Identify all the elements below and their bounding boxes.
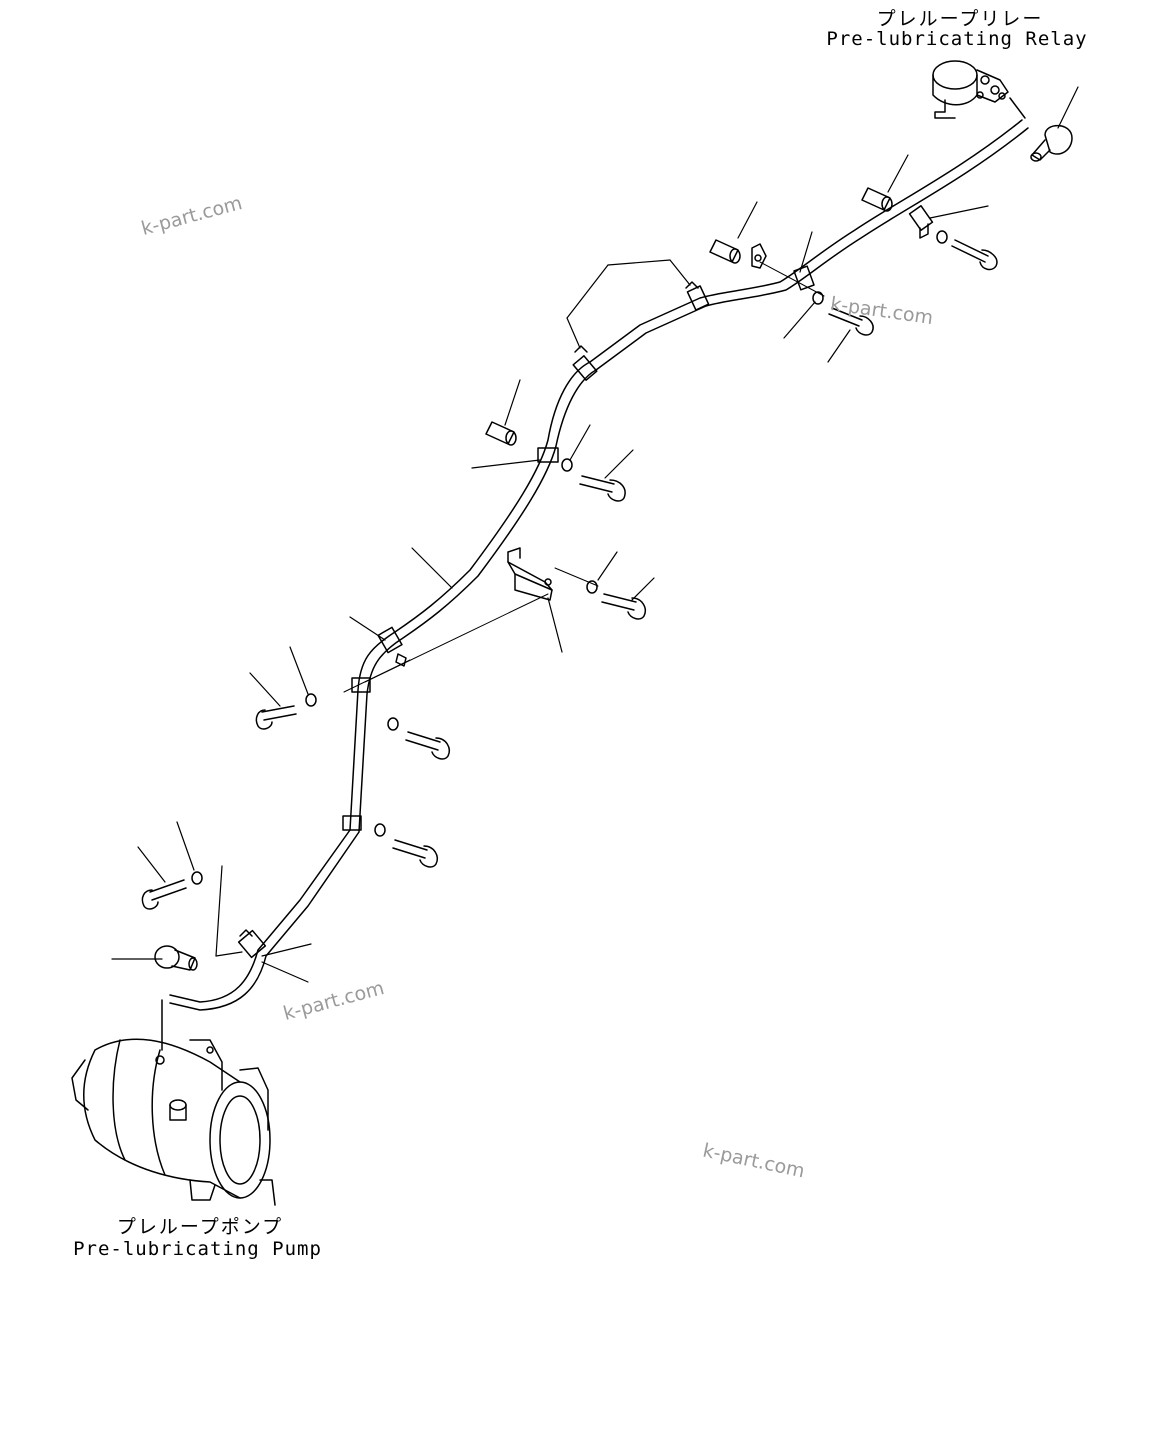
clamp-i [237,929,267,959]
washer-2 [812,291,824,305]
clamp-a [908,205,934,231]
prelube-pump [71,1038,276,1206]
pump-label-japanese: プレループポンプ [116,1216,284,1238]
clamp-d [572,355,598,381]
prelube-relay [932,60,1009,119]
clamp-tab-f [395,653,407,667]
relay-label-japanese: プレループリレー [876,8,1044,30]
clamp-c [686,285,710,311]
bolt-3 [579,475,626,502]
bolts [141,239,998,910]
clamp-tab-d [574,345,588,353]
collar-3 [485,421,517,446]
collar-2 [709,239,741,264]
bolt-4 [601,593,646,620]
cable-clamps [237,205,934,959]
clamp-tab-c [685,281,699,289]
washer-1 [936,230,948,244]
collar-1 [861,187,893,212]
washer-4 [586,580,598,594]
washer-7 [374,823,386,837]
bolt-6 [405,731,450,760]
washers [191,230,948,885]
washer-6 [387,717,399,731]
bolt-1 [951,239,998,271]
leader-lines [111,86,1079,983]
cable-bracket [507,547,553,601]
relay-label-english: Pre-lubricating Relay [826,28,1088,50]
terminal-boot-top [1030,124,1073,162]
bolt-7 [392,839,438,868]
clamp-tab-i [239,929,253,937]
assembly-guides [343,261,825,693]
washer-8 [191,871,203,885]
bolt-5 [255,705,297,730]
spacer-collars [485,187,893,446]
pump-label-english: Pre-lubricating Pump [73,1238,322,1260]
clamp-tab-a [919,223,929,239]
clamp-e [537,447,559,463]
main-cable [169,119,1029,1011]
clamp-f [377,626,403,654]
washer-5 [305,693,317,707]
terminal-boot-bottom [154,945,198,971]
clamp-h [342,815,362,831]
clamp-g [351,677,371,693]
bolt-8 [141,879,187,910]
bolt-2 [828,307,874,336]
small-clip [751,243,767,269]
relay-to-cable-leader [1009,97,1026,119]
washer-3 [561,458,573,472]
